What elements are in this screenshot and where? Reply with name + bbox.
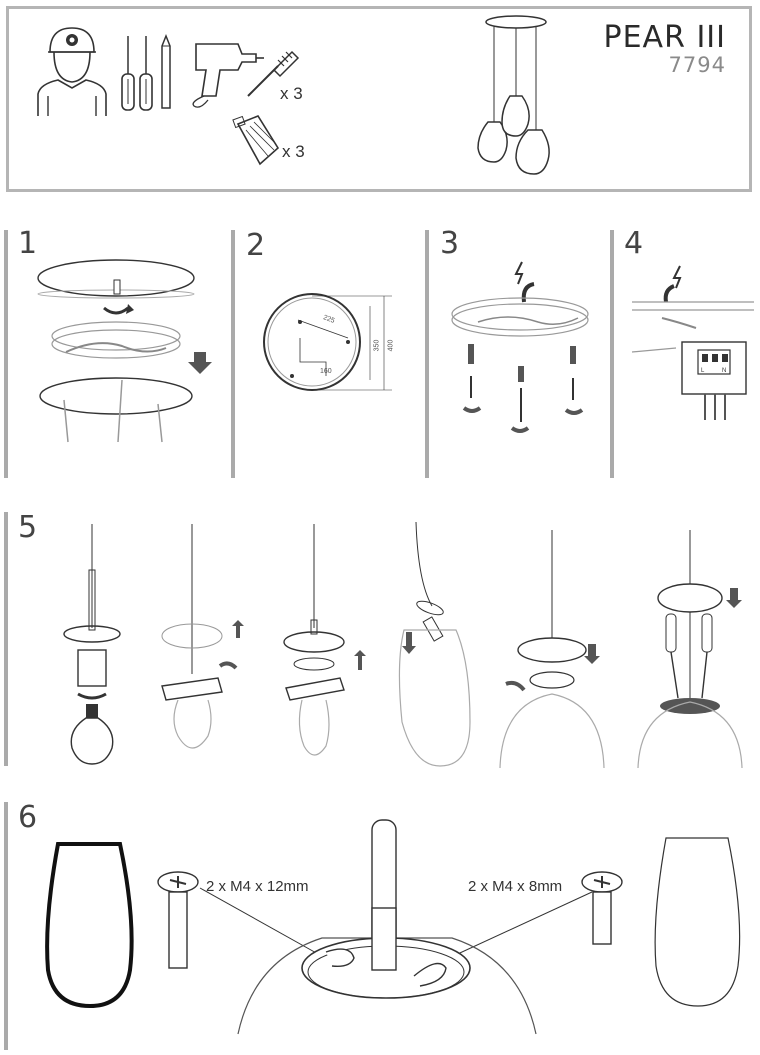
- step-6-shade-thin-outline: [654, 837, 741, 1007]
- dimension-160: 160: [320, 368, 332, 375]
- step-5-disc-assembly: [283, 524, 366, 756]
- step-4-divider: [610, 230, 614, 478]
- step-5-number: 5: [18, 510, 38, 545]
- screw-short-icon: [581, 871, 623, 945]
- step-6-shade-bold-outline: [45, 842, 134, 1009]
- step-6-shade-top-closeup: [199, 819, 593, 1035]
- header-panel: [6, 6, 752, 192]
- step-1-number: 1: [18, 226, 38, 261]
- step-4-number: 4: [624, 226, 644, 261]
- wall-plug-icon: [247, 50, 300, 97]
- step-3-mounting-illustration: [451, 261, 589, 433]
- step-5-tightening-screws: [637, 530, 743, 769]
- step-3-number: 3: [440, 226, 460, 261]
- dimension-350: 350: [373, 339, 381, 352]
- step-3-divider: [425, 230, 429, 478]
- installer-worker-icon: [37, 27, 107, 116]
- step-1-canopy-illustration: [37, 259, 212, 443]
- bulb-quantity: x 3: [282, 142, 305, 161]
- product-code: 7794: [668, 53, 726, 77]
- step-4-wiring-illustration: [631, 265, 754, 420]
- terminal-n-label: N: [722, 368, 727, 374]
- step-5-bulb-fitting: [63, 524, 121, 765]
- step-2-drilling-template: [263, 293, 392, 391]
- product-name: PEAR III: [603, 20, 726, 55]
- drill-icon: [192, 43, 264, 108]
- step-5-canopy-disc: [161, 524, 244, 749]
- pear-pendant-product-icon: [477, 15, 550, 175]
- step-5-shade-insert: [398, 521, 471, 767]
- screwdrivers-icon: [121, 33, 171, 111]
- step-5-divider: [4, 512, 8, 766]
- dimension-400: 400: [387, 339, 395, 352]
- screw-short-label: 2 x M4 x 8mm: [468, 878, 563, 895]
- terminal-l-label: L: [701, 368, 705, 374]
- gu10-bulb-icon: [232, 115, 280, 166]
- step-5-shade-top-fixing: [499, 530, 605, 769]
- step-2-number: 2: [246, 228, 266, 263]
- step-1-divider: [4, 230, 8, 478]
- screw-long-label: 2 x M4 x 12mm: [206, 878, 309, 895]
- screw-long-icon: [157, 871, 199, 969]
- step-2-divider: [231, 230, 235, 478]
- wall-plug-quantity: x 3: [280, 84, 303, 103]
- step-6-divider: [4, 802, 8, 1050]
- step-6-number: 6: [18, 800, 38, 835]
